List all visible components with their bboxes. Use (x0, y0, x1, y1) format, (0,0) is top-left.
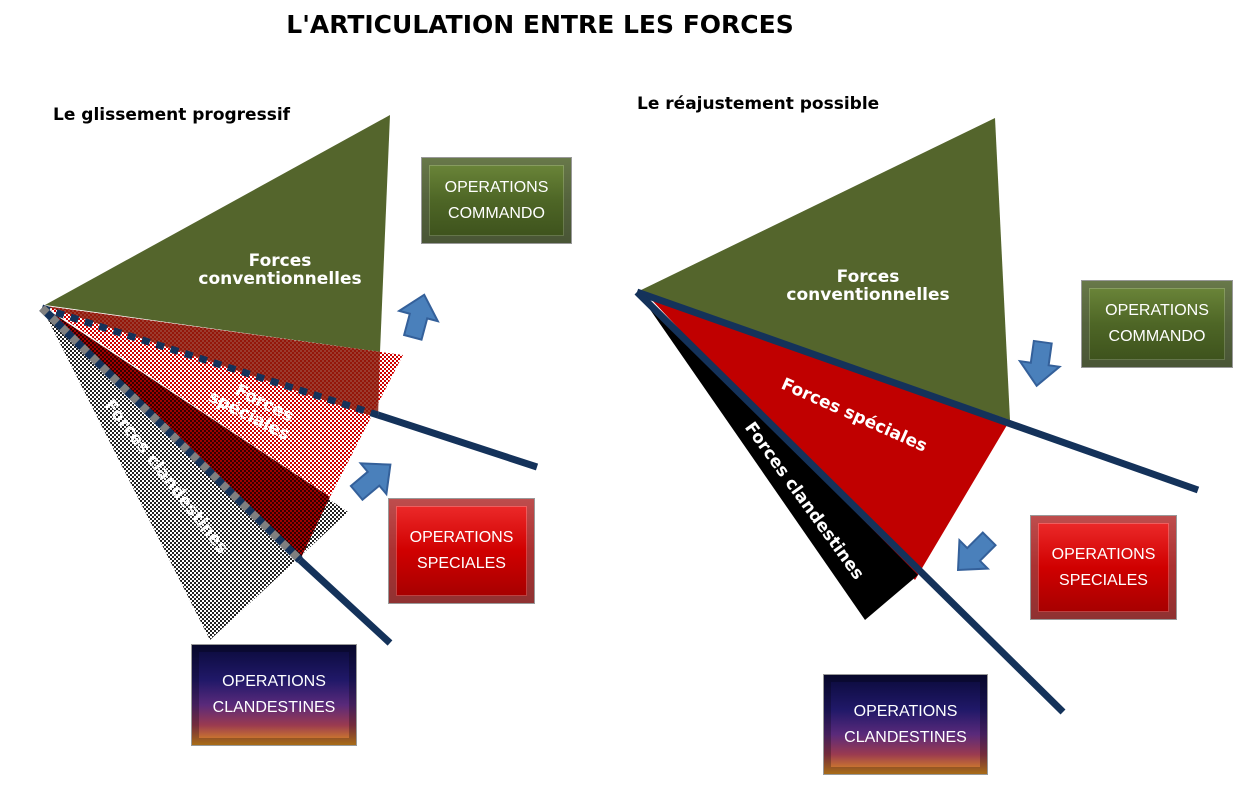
left-clandestine-sector (42, 308, 348, 640)
right-conventional-label-2: conventionnelles (786, 285, 949, 305)
arrow-down-icon (1015, 338, 1064, 390)
right-line-lower (634, 289, 1066, 715)
box-label: CLANDESTINES (844, 728, 967, 746)
page-title: L'ARTICULATION ENTRE LES FORCES (286, 10, 793, 39)
left-conventional-label-2: conventionnelles (198, 269, 361, 289)
right-special-sector (650, 298, 1010, 580)
box-label: OPERATIONS (222, 673, 326, 690)
right-operations-speciales-box: OPERATIONS SPECIALES (1030, 515, 1177, 620)
box-label: COMMANDO (448, 204, 545, 222)
arrow-down-left-icon (942, 523, 1005, 586)
right-conventional-label-1: Forces (837, 267, 900, 287)
right-subtitle: Le réajustement possible (637, 94, 879, 114)
right-clandestine-sector (640, 295, 918, 620)
box-label: SPECIALES (1059, 571, 1148, 589)
left-conventional-sector (45, 115, 390, 352)
right-conventional-sector (637, 118, 1010, 420)
left-operations-clandestines-box: OPERATIONS CLANDESTINES (191, 644, 357, 746)
left-dotted-line-lower (39, 305, 303, 563)
box-label: OPERATIONS (444, 178, 549, 196)
arrow-up-icon (392, 288, 445, 344)
box-label: COMMANDO (1108, 328, 1206, 345)
right-operations-commando-box: OPERATIONS COMMANDO (1081, 280, 1233, 368)
left-line-upper (376, 411, 539, 471)
left-overlap-band (45, 308, 330, 560)
box-label: OPERATIONS (853, 702, 958, 720)
right-line-upper (635, 288, 1200, 494)
box-label: OPERATIONS (1051, 545, 1156, 563)
box-label: OPERATIONS (409, 529, 514, 546)
box-label: CLANDESTINES (212, 699, 336, 716)
box-label: SPECIALES (417, 555, 506, 572)
left-operations-speciales-box: OPERATIONS SPECIALES (388, 498, 535, 604)
right-operations-clandestines-box: OPERATIONS CLANDESTINES (823, 674, 988, 775)
left-subtitle: Le glissement progressif (53, 105, 291, 125)
left-conventional-label-1: Forces (249, 251, 312, 271)
box-label: OPERATIONS (1105, 302, 1209, 319)
left-line-lower (297, 557, 393, 646)
left-operations-commando-box: OPERATIONS COMMANDO (421, 157, 572, 244)
